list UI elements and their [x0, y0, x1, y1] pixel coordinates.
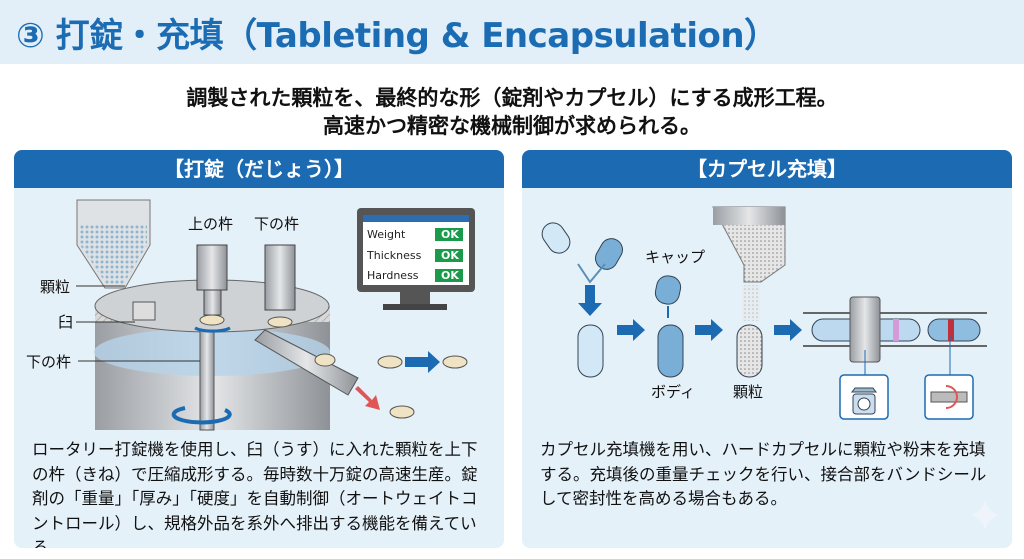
capsule-description: カプセル充填機を用い、ハードカプセルに顆粒や粉末を充填する。充填後の重量チェック… — [540, 440, 987, 508]
subtitle-line-2: 高速かつ精密な機械制御が求められる。 — [323, 114, 701, 138]
tableting-description: ロータリー打錠機を使用し、臼（うす）に入れた顆粒を上下の杵（きね）で圧縮成形する… — [32, 440, 478, 548]
tableting-panel: 【打錠（だじょう）】 ロータリー打錠機を使用し、臼（うす）に入れた顆粒を上下の杵… — [14, 150, 504, 548]
page-title: ③ 打錠・充填（Tableting & Encapsulation） — [16, 16, 778, 56]
capsule-header: 【カプセル充填】 — [522, 150, 1012, 188]
title-bar: ③ 打錠・充填（Tableting & Encapsulation） — [0, 0, 1024, 64]
subtitle-line-1: 調製された顆粒を、最終的な形（錠剤やカプセル）にする成形工程。 — [186, 86, 838, 110]
tableting-header: 【打錠（だじょう）】 — [14, 150, 504, 188]
capsule-panel: 【カプセル充填】 カプセル充填機を用い、ハードカプセルに顆粒や粉末を充填する。充… — [522, 150, 1012, 548]
